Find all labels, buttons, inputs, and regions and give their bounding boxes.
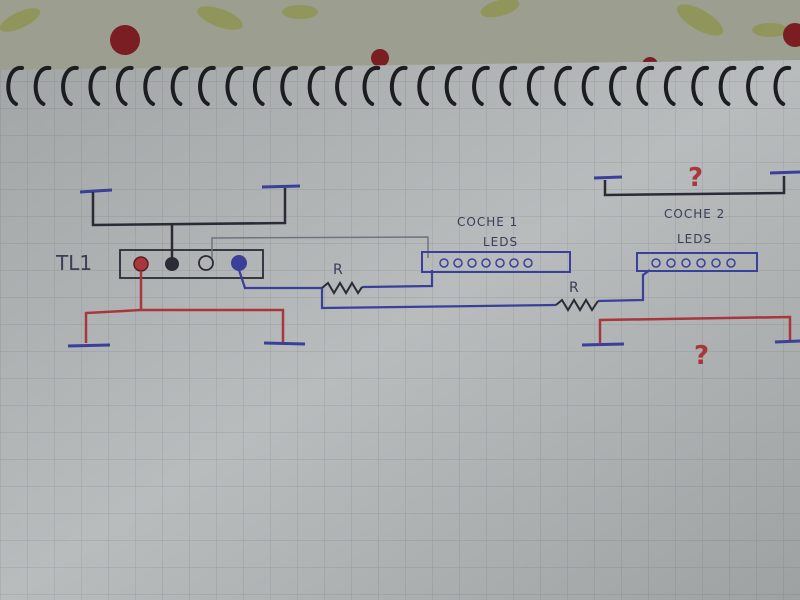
spiral-loop [362,66,381,106]
connector-hole-icon [198,255,214,271]
red-wire-right [141,308,285,342]
led-icon [651,258,661,268]
led-icon [509,258,519,268]
resistor-label-2: R [569,280,579,296]
spiral-loop [444,66,463,106]
spiral-loop [773,66,792,106]
spiral-loop [746,66,764,106]
led-icon [726,258,736,268]
black-wire-right [603,176,786,197]
spiral-loop [581,66,600,106]
coche-1-title: COCHE 1 [457,215,518,229]
spiral-loop [718,66,737,106]
spiral-loop [307,66,326,106]
resistor-label-1: R [333,262,343,278]
flower-icon [110,25,140,55]
spiral-loop [554,66,572,106]
coche-2-leds: LEDS [677,232,712,246]
coche-2-title: COCHE 2 [664,207,725,221]
rail-track-icon [79,184,301,194]
spiral-loop [472,66,490,106]
bottom-rails-tl1 [67,272,306,348]
top-rails-tl1 [79,184,301,262]
led-icon [495,258,505,268]
tl1-module [119,249,264,279]
spiral-loop [664,66,682,106]
red-wire-bottom [84,272,143,343]
red-wire-right-bottom [598,315,792,343]
rail-track-icon [581,339,800,347]
led-bar-icon [636,252,758,272]
tl1-label: TL1 [55,251,92,275]
rail-track-icon [593,170,800,180]
spiral-loop [691,66,709,106]
resistor-icon [555,298,599,312]
spiral-loop [143,66,161,106]
connector-hole-icon [133,256,149,272]
led-icon [453,258,463,268]
bottom-rails-right [581,315,800,347]
blue-wiring [237,269,651,310]
spiral-loop [170,66,189,106]
spiral-loop [88,66,107,106]
spiral-loop [225,66,244,106]
spiral-loop [61,66,79,106]
led-icon [711,258,721,268]
spiral-loop [417,66,435,106]
spiral-loop [198,66,216,106]
coche-1-leds: LEDS [483,235,518,249]
led-icon [439,258,449,268]
spiral-loop [116,66,134,106]
black-wire-top [91,188,287,227]
spiral-loop [6,66,24,106]
spiral-loop [499,66,518,106]
led-bar-icon [421,251,571,273]
flower-icon [783,23,800,47]
led-icon [681,258,691,268]
resistor-icon [321,281,363,295]
spiral-loop [636,66,655,106]
question-mark-bottom: ? [694,341,709,371]
led-icon [467,258,477,268]
top-rails-right [593,170,800,197]
spiral-loop [280,66,298,106]
led-icon [481,258,491,268]
spiral-loop [33,66,52,106]
led-icon [523,258,533,268]
rail-track-icon [67,341,306,348]
spiral-loop [335,66,353,106]
connector-hole-icon [231,255,247,271]
question-mark-top: ? [688,163,703,193]
spiral-loop [390,66,408,106]
led-icon [696,258,706,268]
connector-hole-icon [165,257,179,271]
spiral-loop [527,66,545,106]
flower-icon [371,49,389,67]
pencil-wire [211,236,429,258]
led-icon [666,258,676,268]
spiral-loop [253,66,271,106]
grid-paper [0,60,800,600]
spiral-binding-icon [6,66,792,106]
spiral-loop [609,66,627,106]
